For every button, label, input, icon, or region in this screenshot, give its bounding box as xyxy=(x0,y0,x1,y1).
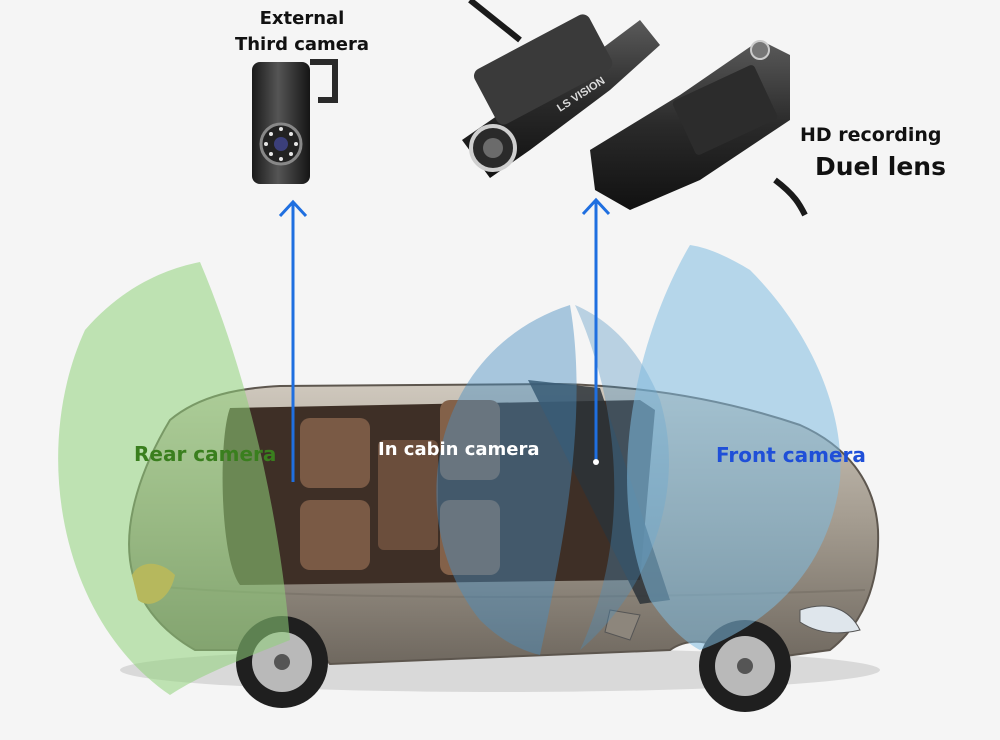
rear-camera-zone xyxy=(58,262,291,695)
front-wheel xyxy=(699,620,791,712)
external-label-line2: Third camera xyxy=(234,34,370,55)
cabin-camera-point xyxy=(593,459,599,465)
arrow-front xyxy=(581,197,611,462)
cabin-camera-zone-left xyxy=(436,305,577,655)
dual-lens-dashcam: LS VISION xyxy=(462,0,808,217)
third-camera-ir-leds xyxy=(264,127,298,161)
hd-recording-label: HD recording xyxy=(800,124,942,146)
external-third-camera-label: External Third camera xyxy=(222,6,382,58)
cabin-lens xyxy=(483,138,503,158)
side-mirror xyxy=(604,609,641,641)
dashcam-cable-bottom xyxy=(773,177,808,217)
dashcam-grille xyxy=(473,14,613,125)
in-cabin-camera-label: In cabin camera xyxy=(378,439,540,460)
third-camera-bracket xyxy=(310,59,338,103)
third-camera-lens xyxy=(274,137,288,151)
rear-camera-label: Rear camera xyxy=(134,442,277,466)
front-camera-label: Front camera xyxy=(716,443,866,467)
headlight xyxy=(799,605,861,634)
car-seats xyxy=(300,400,500,575)
duel-lens-label: Duel lens xyxy=(815,152,946,181)
arrow-rear xyxy=(278,199,308,482)
dashcam-cable-top xyxy=(468,0,522,43)
front-lens xyxy=(750,40,770,60)
external-third-camera xyxy=(252,59,338,184)
dashcam-mount xyxy=(672,65,778,155)
front-camera-zone xyxy=(627,245,841,650)
external-label-line1: External xyxy=(259,8,345,29)
